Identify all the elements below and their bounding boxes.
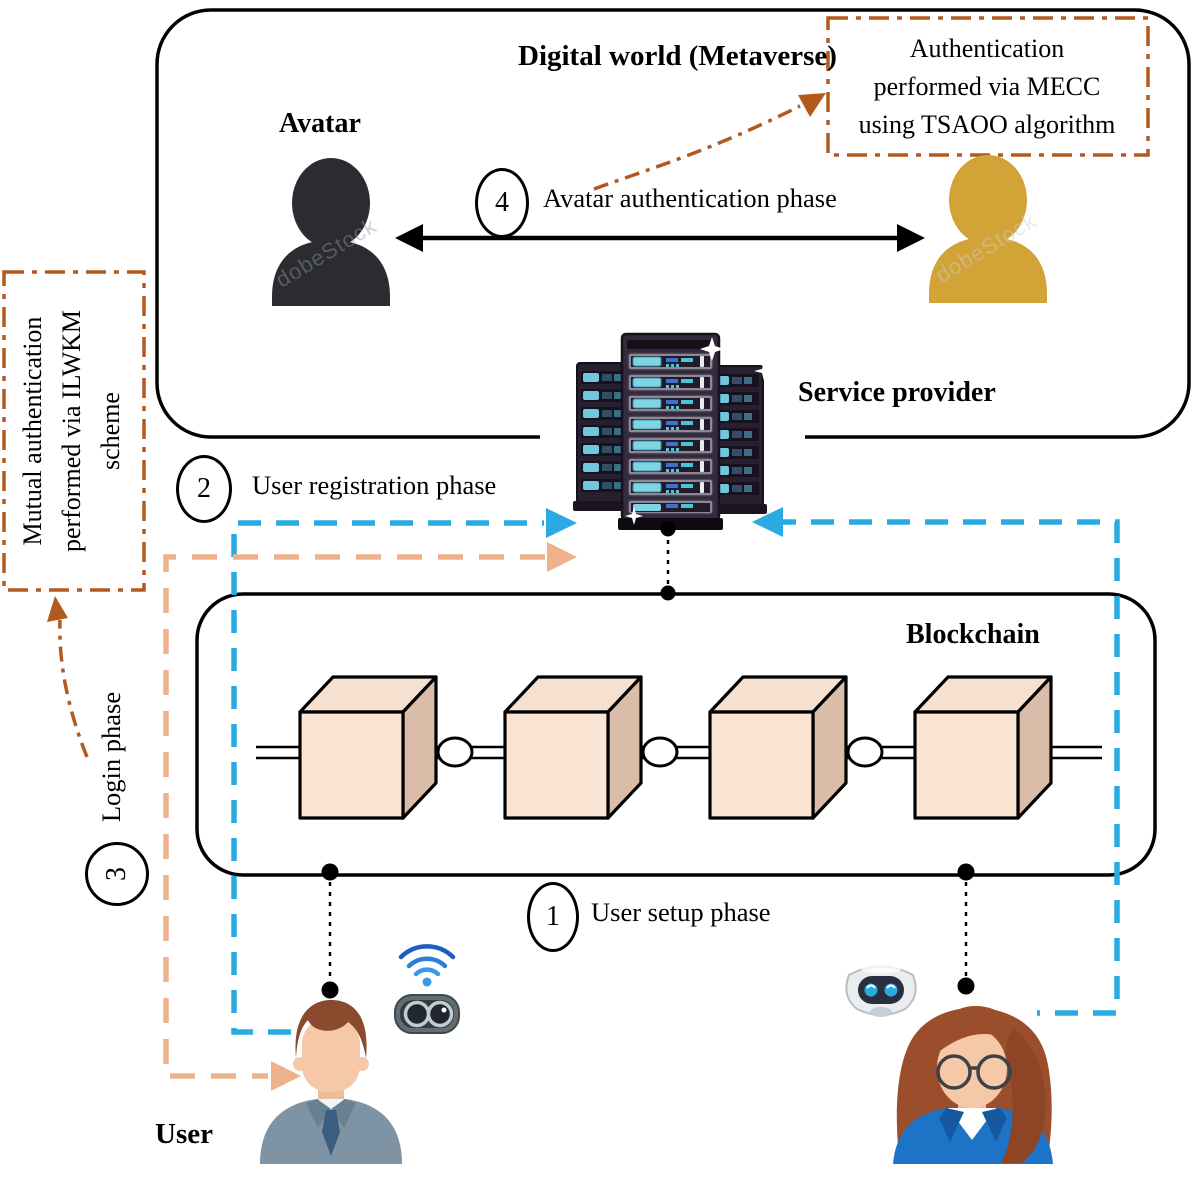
ilwkm-note-line1: Mutual authentication (18, 316, 47, 546)
digital-world-title: Digital world (Metaverse) (518, 40, 837, 72)
server-tower-right (703, 365, 767, 514)
phase-2-label: User registration phase (252, 470, 497, 500)
wifi-icon (398, 944, 456, 987)
phase-3-badge: 3 (85, 842, 149, 906)
glasses-icon (936, 1054, 972, 1090)
mecc-pointer-curve (593, 93, 826, 191)
login-path (163, 542, 577, 1091)
phase-4-number: 4 (495, 187, 509, 218)
phase-2-badge: 2 (176, 455, 232, 523)
server-icon (573, 332, 774, 530)
blockchain-chain (256, 675, 1102, 820)
vr-goggles-icon (394, 994, 460, 1034)
sparkle-icon (625, 507, 643, 525)
ilwkm-note-line2: performed via ILWKM (57, 309, 86, 553)
registration-path-left (231, 508, 577, 1035)
mecc-note-line3: using TSAOO algorithm (858, 110, 1116, 139)
server-tower-center (618, 332, 774, 530)
anchor-connectors (321, 521, 975, 999)
block-cube-3 (708, 675, 848, 820)
blockchain-label: Blockchain (906, 619, 1040, 650)
block-cubes (298, 675, 1053, 820)
robot-icon (845, 964, 917, 1017)
server-tower-left (573, 362, 637, 511)
avatar-auth-arrow (395, 224, 925, 252)
sparkle-icon (700, 337, 724, 361)
ilwkm-note-box (2, 270, 146, 592)
block-cube-2 (503, 675, 643, 820)
phase-1-number: 1 (546, 901, 560, 932)
block-cube-4 (913, 675, 1053, 820)
phase-3-label: Login phase (96, 691, 126, 823)
avatar-dark-icon (272, 158, 390, 306)
mecc-note-text: Authentication performed via MECC using … (833, 30, 1141, 144)
mecc-note-line2: performed via MECC (873, 72, 1101, 101)
chain-link-nodes (436, 736, 884, 768)
block-cube-1 (298, 675, 438, 820)
ilwkm-pointer-curve (47, 596, 89, 758)
user-female-icon (893, 1006, 1053, 1164)
ilwkm-note-text: Mutual authentication performed via ILWK… (13, 276, 135, 586)
phase-1-label: User setup phase (591, 897, 771, 927)
registration-path-right (752, 507, 1120, 1016)
avatar-gold-icon (929, 155, 1047, 303)
phase-1-badge: 1 (527, 882, 579, 952)
phase-4-badge: 4 (475, 168, 529, 238)
avatar-label: Avatar (279, 108, 361, 139)
phase-4-label: Avatar authentication phase (543, 183, 837, 213)
service-provider-label: Service provider (798, 377, 996, 408)
phase-3-number: 3 (101, 867, 132, 881)
blockchain-box (195, 592, 1157, 877)
mecc-note-line1: Authentication (909, 34, 1065, 63)
ilwkm-note-line3: scheme (96, 392, 125, 470)
sparkle-icon (754, 361, 774, 381)
user-male-icon (260, 1000, 402, 1164)
phase-2-number: 2 (197, 473, 211, 504)
user-label: User (155, 1118, 213, 1150)
